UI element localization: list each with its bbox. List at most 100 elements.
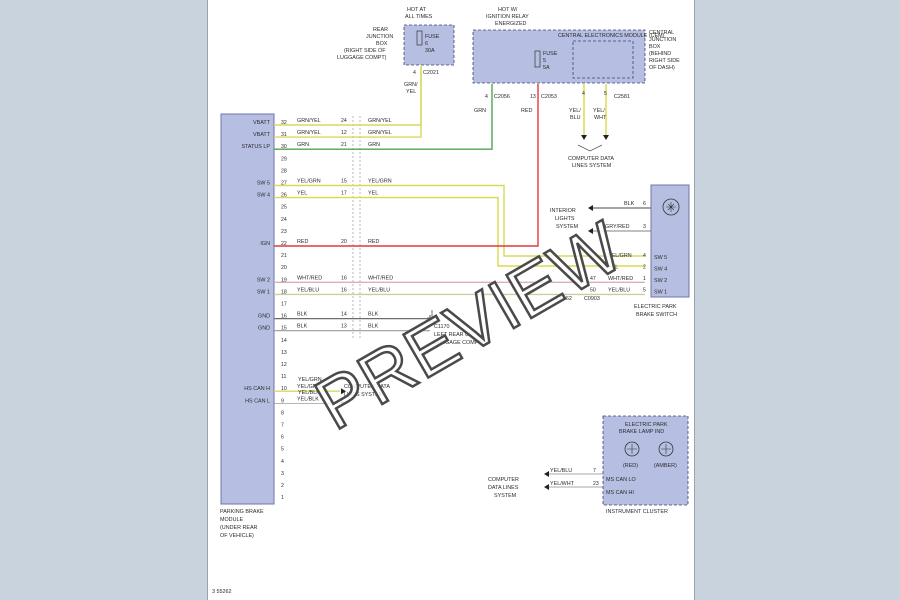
cluster-data-2: DATA LINES <box>488 485 519 491</box>
cjb-hot-label-1: HOT W/ <box>498 7 518 13</box>
cluster-lamp-red: (RED) <box>623 463 638 469</box>
pbm-pin-number: 14 <box>281 338 287 344</box>
pbm-name-line: PARKING BRAKE <box>220 509 264 515</box>
wire-label: YEL/BLK <box>297 396 319 402</box>
pbm-pin-number: 28 <box>281 168 287 174</box>
pbm-pin-label: STATUS LP <box>241 144 270 150</box>
wire-label: GRN/YEL <box>297 118 321 124</box>
pbm-pin-number: 25 <box>281 205 287 211</box>
epb-row-pin: 2 <box>643 265 646 271</box>
parking-brake-module <box>220 113 275 505</box>
cjb-fuse-2: 5 <box>543 58 546 64</box>
wire-label: YEL/GRN <box>297 179 321 185</box>
cjb-name-2: JUNCTION <box>649 37 676 43</box>
wire-label: BLK <box>368 324 379 330</box>
inline-pin-number: 14 <box>341 312 347 318</box>
wire-label: GRN/YEL <box>368 130 392 136</box>
rjb-pin: 4 <box>413 70 416 76</box>
epb-wire-blk: BLK <box>624 201 635 207</box>
pbm-data-2: LINES SYSTEM <box>344 392 384 398</box>
epb-row-wire: YEL <box>608 265 618 271</box>
inline-pin-number: 21 <box>341 142 347 148</box>
pbm-pin-label: GND <box>258 314 270 320</box>
lamp-filament-icon <box>666 202 676 212</box>
pbm-pin-number: 13 <box>281 350 287 356</box>
cjb-data-1: COMPUTER DATA <box>568 156 614 162</box>
pbm-name-line: MODULE <box>220 517 243 523</box>
pbm-pin-number: 30 <box>281 144 287 150</box>
cjb-wire-red: RED <box>521 108 532 114</box>
rjb-name-4: (RIGHT SIDE OF <box>344 48 386 54</box>
pbm-pin-label: HS CAN L <box>245 398 270 404</box>
rjb-wire-2: YEL <box>406 89 416 95</box>
inline-pin-number: 12 <box>341 130 347 136</box>
cem-module <box>572 40 634 79</box>
cjb-wire-grn: GRN <box>474 108 486 114</box>
epb-name-1: ELECTRIC PARK <box>634 304 677 310</box>
arrow-icon <box>544 471 549 477</box>
cluster-row-label: MS CAN HI <box>606 490 634 496</box>
lamp-icon <box>662 198 680 216</box>
wire-sw4 <box>274 196 645 267</box>
cjb-wire-b-2: WHT <box>594 115 607 121</box>
pbm-pin-number: 4 <box>281 459 284 465</box>
cjb-fuse-1: FUSE <box>543 51 558 57</box>
wire-label: BLK <box>297 312 308 318</box>
rjb-name-3: BOX <box>376 41 388 47</box>
cjb-name-6: OF DASH) <box>649 65 675 71</box>
electric-park-brake-switch <box>650 184 690 298</box>
epb-row-mid-pin: 47 <box>590 276 596 282</box>
rjb-wire-1: GRN/ <box>404 82 418 88</box>
cjb-wire-a-2: BLU <box>570 115 581 121</box>
epb-row-label: SW 2 <box>654 278 667 284</box>
fuse-icon <box>416 30 423 46</box>
pbm-pin-number: 32 <box>281 120 287 126</box>
instrument-cluster <box>602 415 689 506</box>
epb-row-label: SW 1 <box>654 290 667 296</box>
cjb-hot-label-3: ENERGIZED <box>495 21 527 27</box>
arrow-icon <box>581 135 587 140</box>
epb-conn-a: C0962 <box>556 296 572 302</box>
pbm-pin-number: 1 <box>281 495 284 501</box>
epb-row-pin: 4 <box>643 253 646 259</box>
cjb-wire-a-1: YEL/ <box>569 108 581 114</box>
inline-pin-number: 15 <box>341 179 347 185</box>
red-lamp-icon <box>624 441 640 457</box>
pbm-pin-number: 22 <box>281 241 287 247</box>
wire-label: YEL/GRN <box>368 179 392 185</box>
ground-connector: C1170 <box>434 324 449 330</box>
epb-name-2: BRAKE SWITCH <box>636 312 677 318</box>
pbm-pin-number: 29 <box>281 156 287 162</box>
pbm-pin-label: SW 2 <box>257 277 270 283</box>
cjb-name-3: BOX <box>649 44 661 50</box>
rjb-name-5: LUGGAGE COMPT) <box>337 55 387 61</box>
arrow-icon <box>341 400 346 407</box>
rjb-fuse-1: FUSE <box>425 34 440 40</box>
wire-label: BLK <box>368 312 379 318</box>
amber-lamp-icon <box>658 441 674 457</box>
pbm-pin-number: 11 <box>281 374 286 380</box>
epb-conn-b: C0903 <box>584 296 600 302</box>
interior-lights-3: SYSTEM <box>556 224 579 230</box>
cjb-data-2: LINES SYSTEM <box>572 163 612 169</box>
wire-vbatt-2 <box>274 66 422 138</box>
pbm-pin-label: HS CAN H <box>244 386 270 392</box>
pbm-can-h-wire: YEL/GRN <box>298 377 322 383</box>
arrow-icon <box>588 228 593 234</box>
pbm-pin-number: 21 <box>281 253 287 259</box>
inline-pin-number: 24 <box>341 118 347 124</box>
wire-label: YEL/BLU <box>368 287 390 293</box>
inline-pin-number: 16 <box>341 275 347 281</box>
pbm-pin-label: SW 4 <box>257 193 270 199</box>
epb-row-wire: YEL/GRN <box>608 253 632 259</box>
pbm-pin-number: 26 <box>281 193 287 199</box>
cluster-row-wire: YEL/WHT <box>550 481 575 487</box>
wire-label: RED <box>368 239 379 245</box>
epb-row-label: SW 5 <box>654 255 667 261</box>
cluster-row-pin: 23 <box>593 481 599 487</box>
epb-row-wire: WHT/RED <box>608 276 633 282</box>
pbm-pin-number: 10 <box>281 386 287 392</box>
pbm-pin-numbers: 3231302928272625242322212019181716151413… <box>281 120 287 501</box>
